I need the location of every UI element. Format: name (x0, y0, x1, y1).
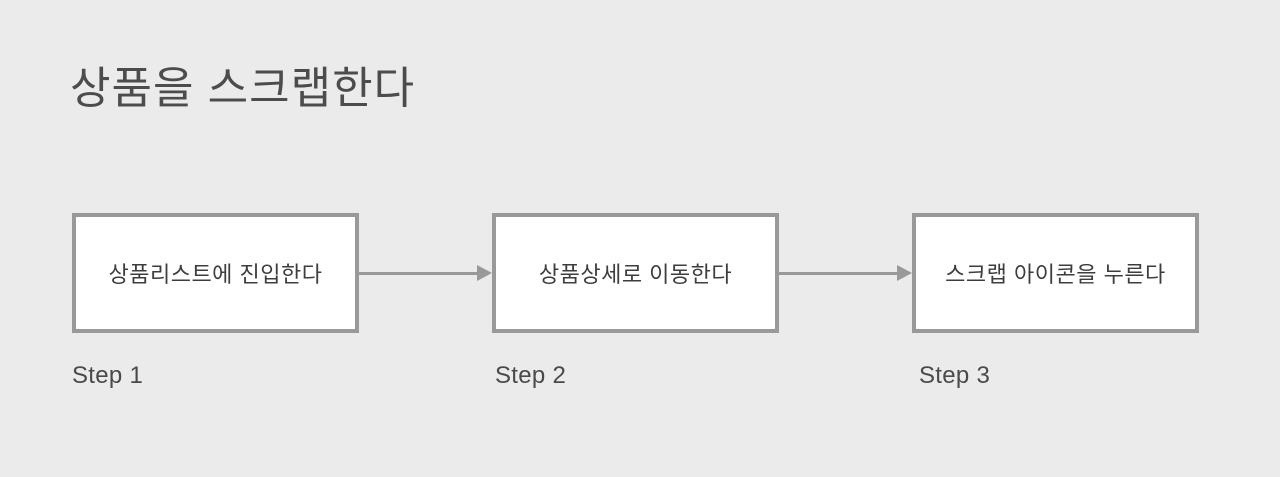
flow-node-label: 상품리스트에 진입한다 (108, 262, 323, 287)
arrow-right-icon (359, 265, 492, 282)
flow-node-step-3: 스크랩 아이콘을 누른다 (912, 213, 1199, 333)
arrow-line (359, 272, 479, 275)
flow-node-label: 스크랩 아이콘을 누른다 (945, 262, 1166, 287)
step-caption-2: Step 2 (495, 362, 567, 389)
step-caption-1: Step 1 (72, 362, 144, 389)
arrow-line (779, 272, 899, 275)
flow-node-label: 상품상세로 이동한다 (538, 262, 733, 287)
page-title: 상품을 스크랩한다 (70, 64, 416, 113)
arrow-right-icon (779, 265, 912, 282)
flow-node-step-1: 상품리스트에 진입한다 (72, 213, 359, 333)
step-caption-3: Step 3 (919, 362, 991, 389)
arrow-head-icon (897, 265, 912, 281)
flow-node-step-2: 상품상세로 이동한다 (492, 213, 779, 333)
arrow-head-icon (477, 265, 492, 281)
